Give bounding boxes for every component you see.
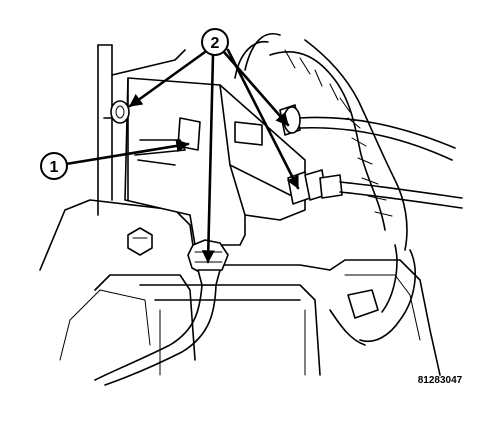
- lower-bolt: [127, 227, 153, 256]
- vehicle-frame: [39, 44, 441, 376]
- mounting-bolt-left: [103, 100, 130, 124]
- upper-brake-line: [279, 104, 456, 161]
- callout-1: 1: [40, 139, 190, 180]
- valve-bracket: [124, 77, 306, 246]
- middle-brake-line: [287, 169, 463, 209]
- callout-1-label: 1: [50, 159, 59, 176]
- callout-2-label: 2: [211, 35, 220, 52]
- figure-id: 81283047: [418, 375, 463, 386]
- wiring-harness: [234, 33, 416, 346]
- callout-2: 2: [128, 28, 300, 264]
